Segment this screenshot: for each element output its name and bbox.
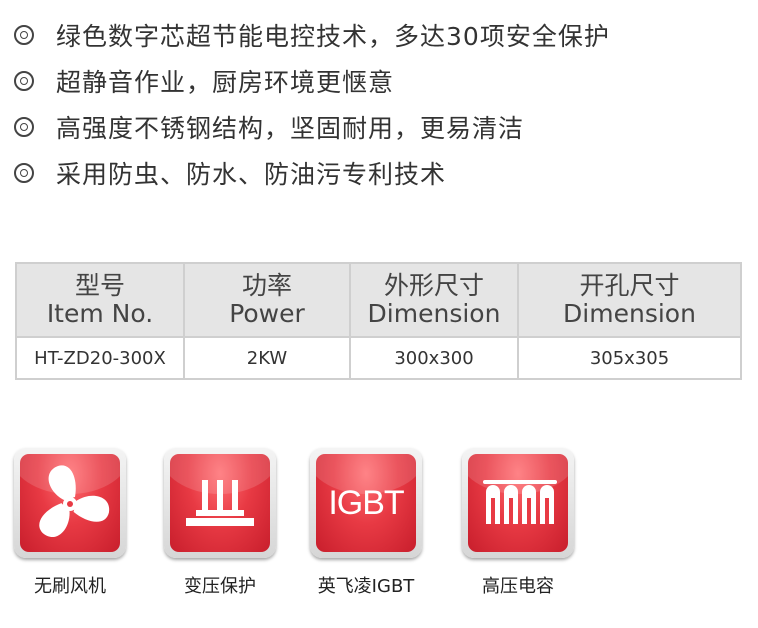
cell-item-no: HT-ZD20-300X <box>15 336 185 380</box>
header-en: Power <box>229 299 305 328</box>
spec-header-row: 型号 Item No. 功率 Power 外形尺寸 Dimension 开孔尺寸… <box>15 262 742 338</box>
header-power: 功率 Power <box>183 262 351 338</box>
double-circle-bullet-icon <box>14 25 34 45</box>
icon-label: 变压保护 <box>184 576 256 597</box>
feature-text: 高强度不锈钢结构，坚固耐用，更易清洁 <box>56 114 525 143</box>
feature-icons: 无刷风机 变压保护 IGBT 英飞凌IGBT <box>14 448 754 618</box>
feature-item: 采用防虫、防水、防油污专利技术 <box>14 150 744 196</box>
header-en: Item No. <box>46 299 154 328</box>
double-circle-bullet-icon <box>14 117 34 137</box>
spec-table: 型号 Item No. 功率 Power 外形尺寸 Dimension 开孔尺寸… <box>15 262 742 380</box>
cell-power: 2KW <box>183 336 351 380</box>
feature-text: 超静音作业，厨房环境更惬意 <box>56 68 395 97</box>
icon-label: 高压电容 <box>482 576 554 597</box>
feature-item: 超静音作业，厨房环境更惬意 <box>14 58 744 104</box>
double-circle-bullet-icon <box>14 71 34 91</box>
igbt-tile: IGBT <box>310 448 422 558</box>
header-dimension: 外形尺寸 Dimension <box>349 262 519 338</box>
header-en: Dimension <box>367 299 501 328</box>
capacitor-icon <box>468 454 568 552</box>
cell-cutout-dimension: 305x305 <box>517 336 742 380</box>
header-cutout-dimension: 开孔尺寸 Dimension <box>517 262 742 338</box>
cell-dimension: 300x300 <box>349 336 519 380</box>
fan-icon <box>20 454 120 552</box>
header-cn: 功率 <box>241 271 292 300</box>
header-item-no: 型号 Item No. <box>15 262 185 338</box>
header-cn: 外形尺寸 <box>383 271 484 300</box>
feature-text: 绿色数字芯超节能电控技术，多达30项安全保护 <box>56 22 610 51</box>
header-cn: 型号 <box>74 271 125 300</box>
double-circle-bullet-icon <box>14 163 34 183</box>
icon-label: 无刷风机 <box>34 576 106 597</box>
feature-item: 绿色数字芯超节能电控技术，多达30项安全保护 <box>14 12 744 58</box>
feature-text: 采用防虫、防水、防油污专利技术 <box>56 160 447 189</box>
capacitor-tile <box>462 448 574 558</box>
transformer-tile <box>164 448 276 558</box>
header-cn: 开孔尺寸 <box>579 271 680 300</box>
icon-label: 英飞凌IGBT <box>317 576 415 597</box>
fan-tile <box>14 448 126 558</box>
igbt-icon: IGBT <box>316 454 416 552</box>
transformer-icon <box>170 454 270 552</box>
igbt-icon-text: IGBT <box>328 484 404 522</box>
feature-item: 高强度不锈钢结构，坚固耐用，更易清洁 <box>14 104 744 150</box>
header-en: Dimension <box>563 299 696 328</box>
feature-list: 绿色数字芯超节能电控技术，多达30项安全保护 超静音作业，厨房环境更惬意 高强度… <box>14 12 744 196</box>
table-row: HT-ZD20-300X 2KW 300x300 305x305 <box>15 336 742 380</box>
